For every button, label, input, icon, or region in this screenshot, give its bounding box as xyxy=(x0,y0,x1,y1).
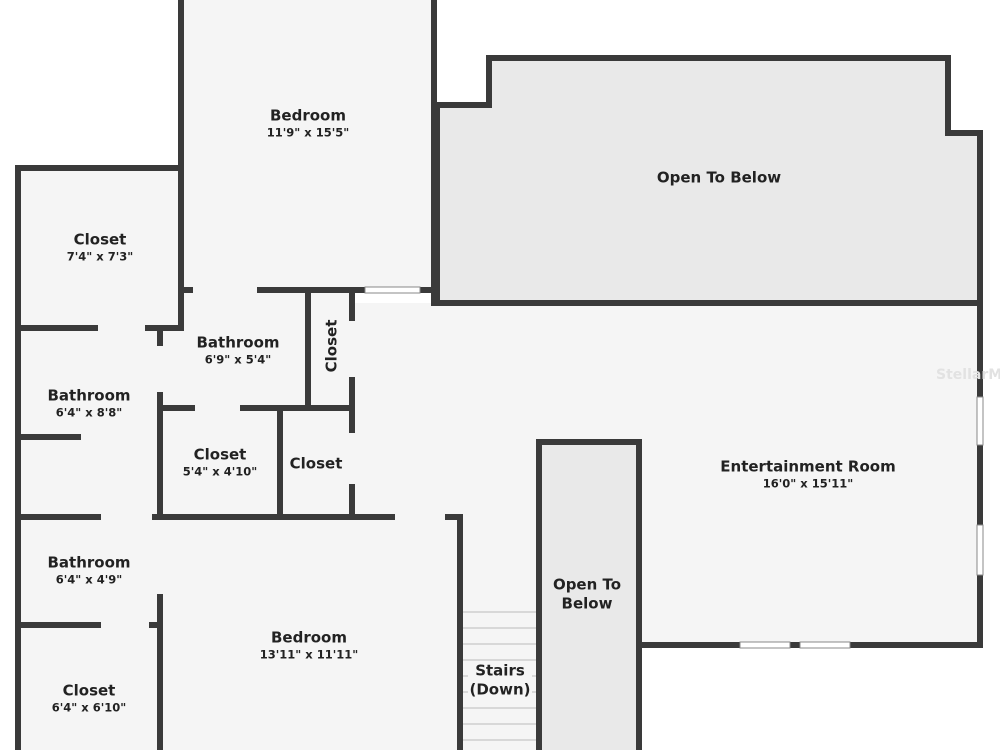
room-label: Open To Below xyxy=(547,575,627,613)
room-name: Closet xyxy=(193,445,247,464)
room-name: Closet xyxy=(62,681,116,700)
room-name: Bathroom xyxy=(47,386,131,405)
room-dims: 6'4" x 8'8" xyxy=(55,405,123,420)
room-dims: 6'4" x 4'9" xyxy=(55,572,123,587)
room-dims: 7'4" x 7'3" xyxy=(66,249,134,264)
room-name: Open To Below xyxy=(552,575,622,612)
bath-closets-floor xyxy=(160,290,352,517)
room-name: Bedroom xyxy=(270,106,346,125)
room-dims: 16'0" x 15'11" xyxy=(762,476,854,491)
watermark: StellarMLS xyxy=(936,367,1000,383)
room-dims: 6'9" x 5'4" xyxy=(204,352,272,367)
room-name: Closet xyxy=(322,319,341,373)
room-label: Stairs (Down) xyxy=(468,661,532,699)
open-to-below-area xyxy=(434,55,983,306)
bedroom-bottom-floor xyxy=(160,517,460,750)
room-name: Bathroom xyxy=(47,553,131,572)
open-to-below-shaft xyxy=(536,439,642,750)
room-name: Bathroom xyxy=(196,333,280,352)
room-label: Closet xyxy=(323,320,342,373)
room-dims: 13'11" x 11'11" xyxy=(259,647,359,662)
room-name: Bedroom xyxy=(271,628,347,647)
room-label: Closet xyxy=(290,455,343,474)
room-name: Entertainment Room xyxy=(720,457,896,476)
room-dims: 6'4" x 6'10" xyxy=(51,700,127,715)
windows xyxy=(364,286,984,649)
walls xyxy=(15,0,983,750)
room-label: Open To Below xyxy=(657,169,781,188)
room-name: Closet xyxy=(289,454,343,473)
bedroom-top-floor xyxy=(181,0,434,290)
room-dims: 5'4" x 4'10" xyxy=(182,464,258,479)
room-name: Open To Below xyxy=(656,168,782,187)
room-dims: 11'9" x 15'5" xyxy=(266,125,350,140)
closet-floor xyxy=(18,168,181,328)
room-name: Closet xyxy=(73,230,127,249)
room-name: Stairs (Down) xyxy=(469,661,531,698)
left-rooms-floor xyxy=(18,328,160,750)
floors xyxy=(18,0,980,750)
